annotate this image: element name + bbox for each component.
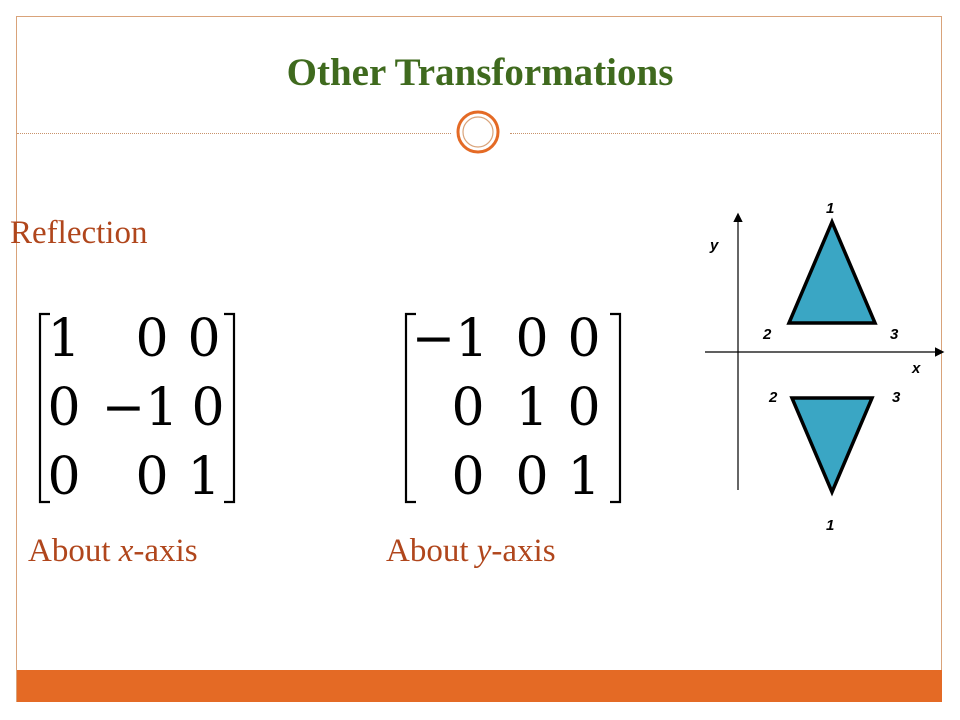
matrix-cell: 0 — [47, 378, 80, 438]
caption-about-y-axis: About y-axis — [386, 533, 556, 569]
upper-vertex-3: 3 — [890, 326, 899, 343]
matrix-right-bracket — [610, 312, 622, 504]
matrix-cell: 0 — [567, 310, 600, 369]
title-divider-left — [17, 133, 451, 134]
matrix-cell: 0 — [515, 447, 548, 506]
upper-vertex-1: 1 — [826, 200, 834, 217]
reflection-diagram: y x 1 2 3 2 3 1 — [705, 200, 945, 534]
lower-vertex-3: 3 — [892, 389, 901, 406]
matrix-left-bracket — [38, 312, 50, 504]
x-axis-label: x — [911, 360, 921, 377]
lower-vertex-1: 1 — [826, 517, 834, 534]
lower-triangle — [789, 396, 875, 497]
matrix-cell: 1 — [47, 310, 80, 369]
matrix-cell: 0 — [451, 378, 484, 438]
y-axis-label: y — [709, 237, 719, 254]
upper-triangle — [786, 217, 878, 325]
footer-bar — [17, 670, 942, 702]
matrix-cell: 0 — [135, 310, 168, 369]
matrix-left-bracket — [404, 312, 416, 504]
upper-vertex-2: 2 — [762, 326, 772, 343]
matrix-cell: 0 — [47, 447, 80, 506]
section-label-reflection: Reflection — [10, 215, 148, 251]
matrix-cell: 1 — [515, 378, 548, 438]
matrix-reflect-x: 1 0 0 0 −1 0 0 0 1 — [36, 310, 238, 506]
matrix-cell: −1 — [102, 378, 179, 438]
matrix-reflect-y: −1 0 0 0 1 0 0 0 1 — [402, 310, 624, 506]
divider-ring-icon — [456, 110, 500, 154]
matrix-cell: 0 — [191, 378, 224, 438]
lower-vertex-2: 2 — [768, 389, 778, 406]
matrix-cell: 0 — [187, 310, 220, 369]
matrix-cell: 0 — [451, 447, 484, 506]
matrix-cell: 1 — [567, 447, 600, 506]
matrix-right-bracket — [224, 312, 236, 504]
caption-about-x-axis: About x-axis — [28, 533, 198, 569]
matrix-cell: 0 — [515, 310, 548, 369]
slide-title: Other Transformations — [286, 51, 674, 94]
matrix-cell: 0 — [567, 378, 600, 438]
title-divider-right — [510, 133, 940, 134]
matrix-cell: −1 — [412, 310, 489, 369]
matrix-cell: 1 — [187, 447, 220, 506]
matrix-cell: 0 — [135, 447, 168, 506]
